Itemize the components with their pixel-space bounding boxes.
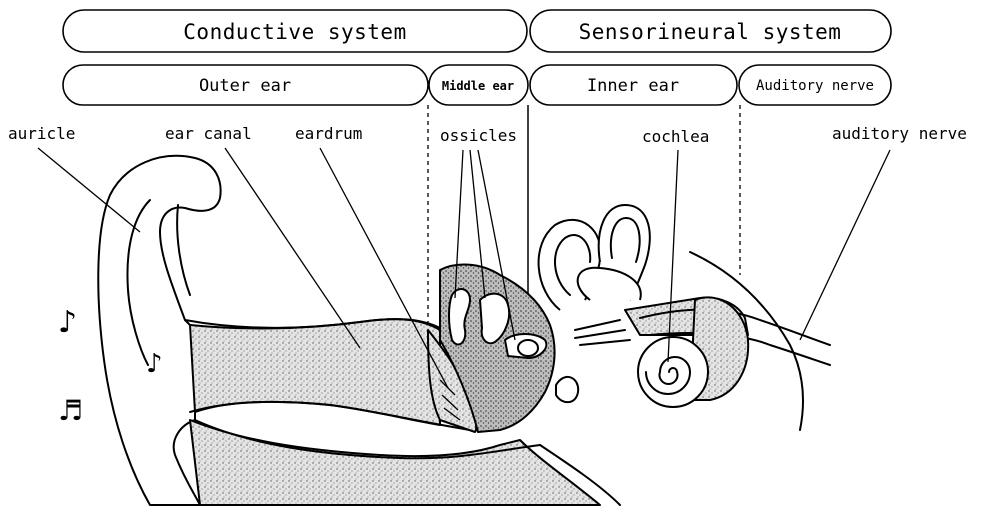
ossicles-label: ossicles bbox=[440, 126, 517, 145]
middle-ear-label: Middle ear bbox=[442, 79, 514, 93]
sensorineural-system-label: Sensorineural system bbox=[579, 20, 842, 44]
music-note-icon: ♪ bbox=[146, 349, 163, 379]
cochlea-label: cochlea bbox=[642, 127, 709, 146]
middle-ear-section: Middle ear bbox=[429, 65, 528, 105]
conductive-system-header: Conductive system bbox=[63, 10, 527, 52]
lower-passage bbox=[190, 420, 600, 505]
beamed-notes-icon: ♬ bbox=[58, 394, 83, 427]
inner-ear-section: Inner ear bbox=[530, 65, 737, 105]
conductive-system-label: Conductive system bbox=[183, 20, 406, 44]
ear-canal-label: ear canal bbox=[165, 124, 252, 143]
semicircular-canals bbox=[539, 205, 650, 310]
auricle-label: auricle bbox=[8, 124, 75, 143]
inner-ear-label: Inner ear bbox=[587, 76, 679, 96]
outer-ear-label: Outer ear bbox=[199, 76, 291, 96]
auditory-nerve-section-label: Auditory nerve bbox=[756, 78, 874, 94]
music-note-icon: ♪ bbox=[58, 305, 77, 340]
auditory-nerve-label: auditory nerve bbox=[832, 124, 967, 143]
ear-canal bbox=[190, 319, 440, 425]
auditory-nerve-section: Auditory nerve bbox=[739, 65, 891, 105]
eardrum-label: eardrum bbox=[295, 124, 362, 143]
outer-ear-section: Outer ear bbox=[63, 65, 428, 105]
sensorineural-system-header: Sensorineural system bbox=[530, 10, 891, 52]
